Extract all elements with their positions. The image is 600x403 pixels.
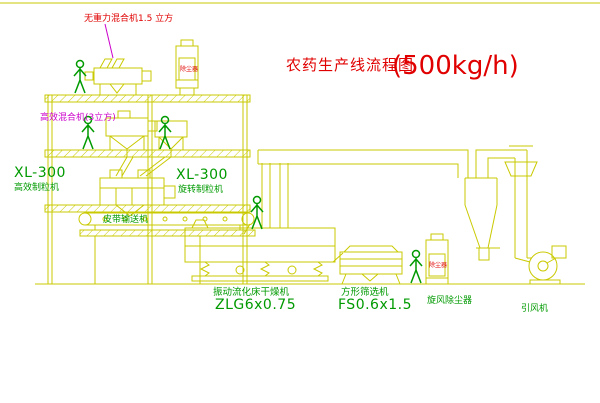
- granulator-mid-model: XL-300: [176, 167, 228, 183]
- worker-figure: [409, 249, 423, 284]
- cabinet1-text: 除尘器: [180, 65, 198, 73]
- worker-figure: [250, 195, 264, 230]
- cyclone-separator: [464, 149, 527, 261]
- fan-label: 引风机: [521, 302, 548, 314]
- granulator-mid-name: 旋转制粒机: [178, 183, 223, 195]
- worker-figure: [73, 59, 87, 94]
- floor2-mixer-label: 高效混合机(3立方): [40, 111, 116, 123]
- belt-conveyor-label: 皮带输送机: [103, 213, 148, 225]
- leader-line: [104, 23, 114, 59]
- granulator: [99, 169, 176, 217]
- building-frame: [35, 94, 585, 285]
- sieve-model-label: FS0.6x1.5: [338, 297, 412, 313]
- dryer-name-label: 振动流化床干燥机: [213, 286, 290, 298]
- cabinet2-text: 除尘器: [429, 261, 447, 269]
- granulator-left-model: XL-300: [14, 165, 66, 181]
- induced-draft-fan: [514, 245, 567, 285]
- belt-conveyor: [78, 212, 255, 284]
- workers: [73, 59, 423, 284]
- exhaust-stack: [504, 145, 538, 258]
- top-mixer-label: 无重力混合机1.5 立方: [84, 12, 173, 24]
- diagram-capacity: (500kg/h): [392, 51, 519, 81]
- square-sieve: [339, 245, 403, 285]
- dust-collector-cabinet-2: 除尘器: [425, 233, 449, 285]
- exhaust-duct: [257, 149, 469, 178]
- granulator-left-name: 高效制粒机: [14, 181, 59, 193]
- cyclone-label: 旋风除尘器: [427, 294, 472, 306]
- floor2-feeder: [154, 120, 188, 150]
- fluid-bed-dryer: [184, 163, 344, 282]
- gravity-mixer: [84, 23, 152, 95]
- dust-collector-cabinet-1: 除尘器: [175, 39, 199, 95]
- diagram-title: 农药生产线流程图: [286, 56, 414, 74]
- dryer-model-label: ZLG6x0.75: [215, 297, 296, 313]
- sieve-name-label: 方形筛选机: [341, 286, 389, 298]
- high-efficiency-mixer: [105, 110, 158, 150]
- rain-cap: [504, 161, 538, 177]
- diagram-labels: 无重力混合机1.5 立方 农药生产线流程图 (500kg/h) 高效混合机(3立…: [14, 12, 548, 314]
